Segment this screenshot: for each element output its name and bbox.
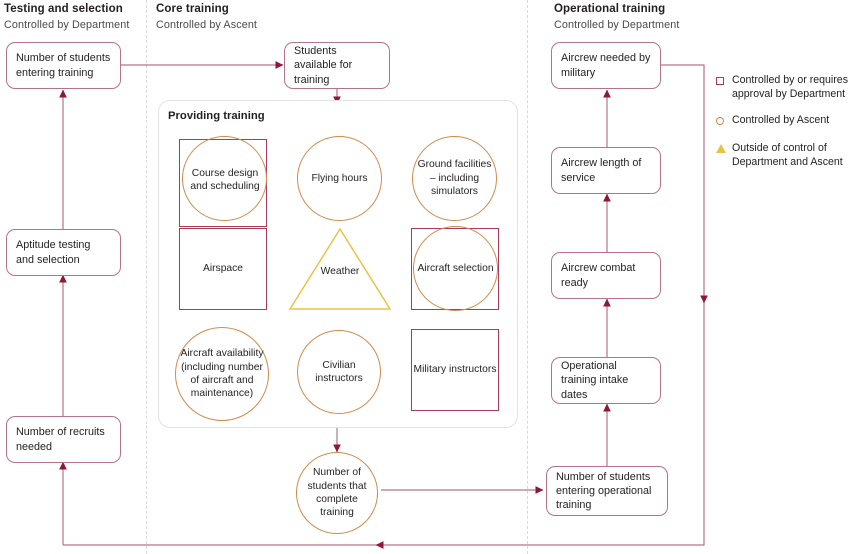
legend-label: Outside of control of Department and Asc… (732, 142, 843, 168)
arrow-needed-feedback-down (660, 64, 708, 304)
triangle-marker-icon (716, 142, 732, 156)
legend-label: Controlled by or requires approval by De… (732, 74, 848, 100)
node-label: Aircrew needed by military (561, 52, 651, 79)
factor-course-design-circle[interactable] (182, 136, 267, 221)
node-label: Aircrew combat ready (561, 262, 636, 289)
factor-civilian-instructors-circle[interactable] (297, 330, 381, 414)
node-label: Number of students entering training (16, 52, 111, 79)
node-number-of-students-that-complete-training-circle[interactable] (296, 452, 378, 534)
factor-weather-triangle[interactable] (288, 227, 392, 311)
legend-item-ascent: Controlled by Ascent (716, 114, 848, 128)
legend-item-department: Controlled by or requires approval by De… (716, 74, 848, 101)
factor-flying-hours-circle[interactable] (297, 136, 382, 221)
arrow-feedback-bottom-left (375, 303, 705, 549)
column-subtitle-operational: Controlled by Department (554, 19, 680, 31)
legend: Controlled by or requires approval by De… (716, 74, 848, 174)
column-divider-right (527, 0, 528, 554)
factor-aircraft-availability-circle[interactable] (175, 327, 269, 421)
node-label: Aircrew length of service (561, 157, 642, 184)
node-label: Number of recruits needed (16, 426, 105, 453)
node-operational-training-intake-dates[interactable]: Operational training intake dates (551, 357, 661, 404)
providing-training-title: Providing training (168, 110, 265, 122)
factor-ground-facilities-circle[interactable] (412, 136, 497, 221)
circle-marker-icon (716, 114, 732, 128)
column-title-core: Core training (156, 3, 229, 15)
node-students-available-for-training[interactable]: Students available for training (284, 42, 390, 89)
column-title-testing: Testing and selection (4, 3, 123, 15)
column-subtitle-testing: Controlled by Department (4, 19, 130, 31)
node-aircrew-needed-by-military[interactable]: Aircrew needed by military (551, 42, 661, 89)
node-aircrew-combat-ready[interactable]: Aircrew combat ready (551, 252, 661, 299)
legend-label: Controlled by Ascent (732, 114, 830, 126)
node-number-of-recruits-needed[interactable]: Number of recruits needed (6, 416, 121, 463)
node-label: Aptitude testing and selection (16, 239, 91, 266)
factor-airspace-square[interactable] (179, 228, 267, 310)
node-label: Number of students entering operational … (556, 470, 652, 512)
column-subtitle-core: Controlled by Ascent (156, 19, 258, 31)
factor-aircraft-selection-circle[interactable] (413, 226, 498, 311)
node-label: Students available for training (294, 45, 353, 86)
node-aptitude-testing-and-selection[interactable]: Aptitude testing and selection (6, 229, 121, 276)
column-divider-left (146, 0, 147, 554)
legend-item-outside: Outside of control of Department and Asc… (716, 142, 848, 169)
column-title-operational: Operational training (554, 3, 666, 15)
node-number-of-students-entering-operational-training[interactable]: Number of students entering operational … (546, 466, 668, 516)
square-marker-icon (716, 74, 732, 88)
factor-military-instructors-square[interactable] (411, 329, 499, 411)
node-aircrew-length-of-service[interactable]: Aircrew length of service (551, 147, 661, 194)
node-number-of-students-entering-training[interactable]: Number of students entering training (6, 42, 121, 89)
node-label: Operational training intake dates (561, 360, 629, 401)
